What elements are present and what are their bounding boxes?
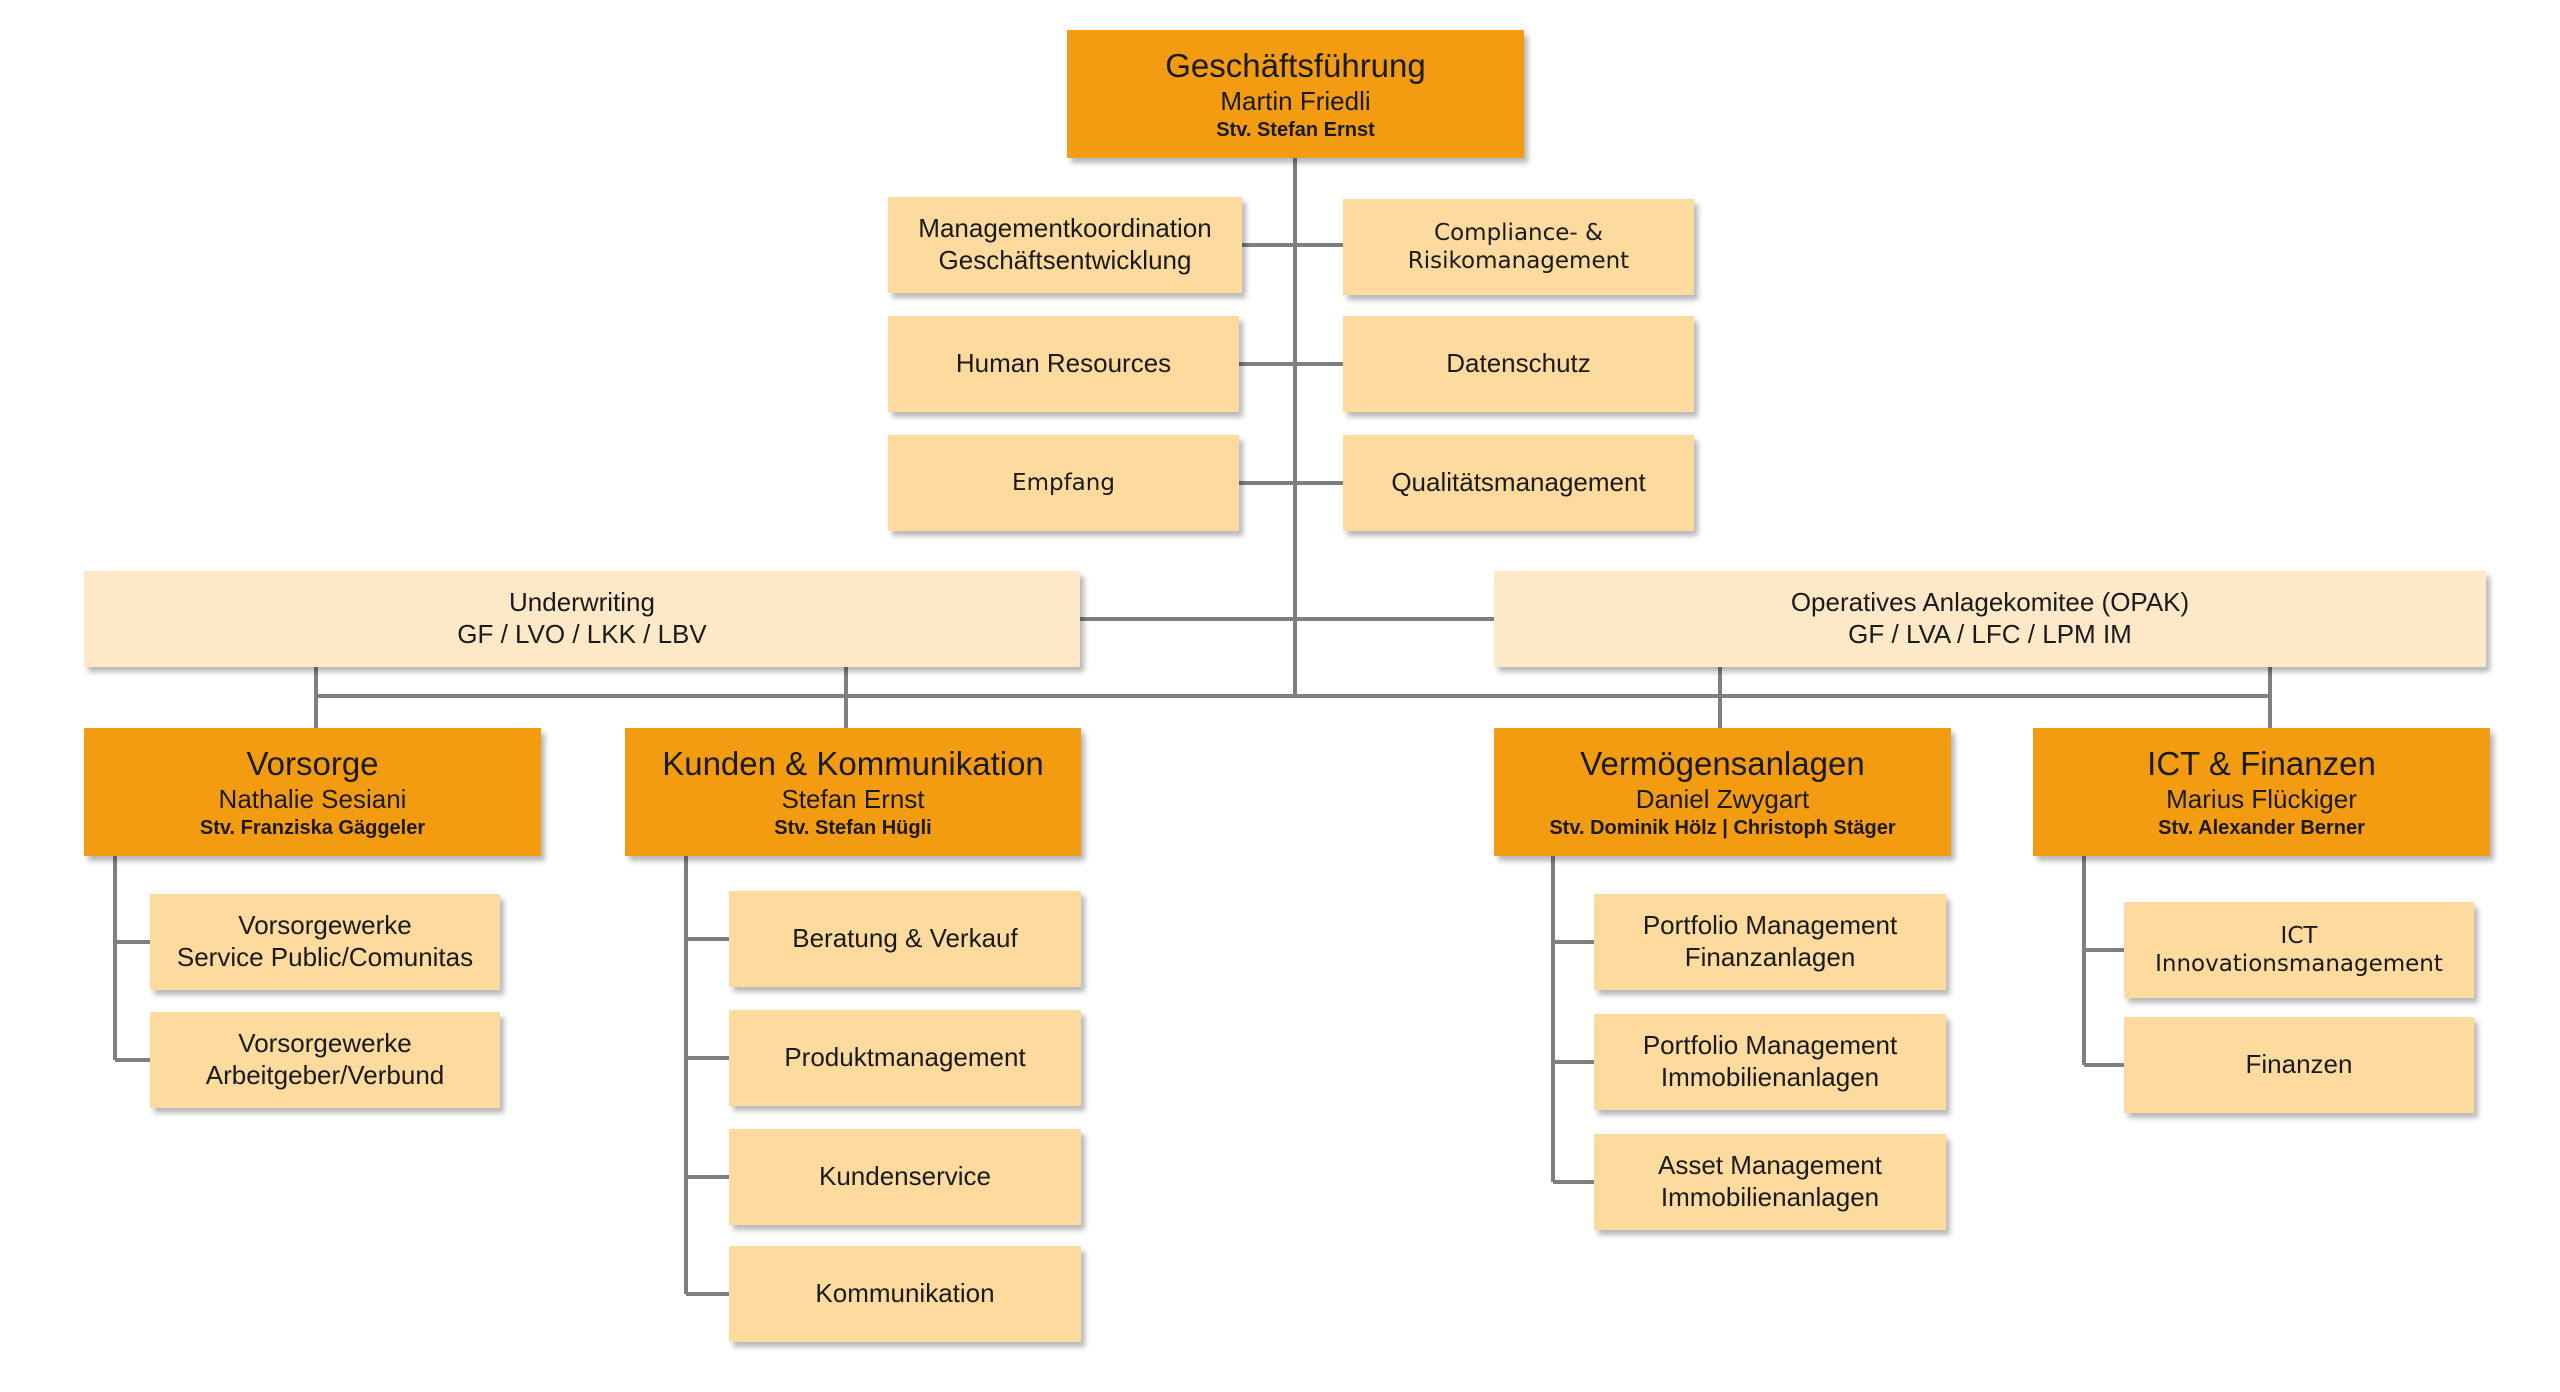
unit-box: Beratung & Verkauf bbox=[729, 891, 1081, 987]
staff-unit-line: Empfang bbox=[1012, 469, 1115, 496]
division-head: Stefan Ernst bbox=[781, 784, 925, 815]
division-box: ICT & Finanzen Marius Flückiger Stv. Ale… bbox=[2033, 728, 2490, 856]
unit-line: Immobilienanlagen bbox=[1660, 1062, 1880, 1092]
unit-box: Portfolio Management Immobilienanlagen bbox=[1594, 1014, 1946, 1110]
unit-box: Vorsorgewerke Arbeitgeber/Verbund bbox=[150, 1012, 500, 1108]
unit-box: Kommunikation bbox=[729, 1246, 1081, 1342]
committee-box: Operatives Anlagekomitee (OPAK) GF / LVA… bbox=[1494, 571, 2486, 667]
staff-unit-line: Geschäftsentwicklung bbox=[938, 245, 1192, 275]
staff-unit-box: Managementkoordination Geschäftsentwickl… bbox=[888, 197, 1242, 293]
management-deputy: Stv. Stefan Ernst bbox=[1216, 118, 1375, 141]
staff-unit-box: Qualitätsmanagement bbox=[1343, 435, 1694, 531]
unit-line: Kommunikation bbox=[815, 1278, 995, 1309]
division-box: Kunden & Kommunikation Stefan Ernst Stv.… bbox=[625, 728, 1081, 856]
division-box: Vermögensanlagen Daniel Zwygart Stv. Dom… bbox=[1494, 728, 1951, 856]
staff-unit-line: Risikomanagement bbox=[1407, 248, 1630, 274]
staff-unit-line: Compliance- & bbox=[1434, 219, 1603, 246]
staff-unit-box: Datenschutz bbox=[1343, 316, 1694, 412]
division-title: Vorsorge bbox=[246, 744, 379, 782]
unit-line: Immobilienanlagen bbox=[1660, 1182, 1880, 1212]
unit-line: Asset Management bbox=[1657, 1150, 1882, 1181]
staff-unit-line: Datenschutz bbox=[1446, 348, 1591, 379]
management-person: Martin Friedli bbox=[1220, 86, 1371, 117]
unit-box: Produktmanagement bbox=[729, 1010, 1081, 1106]
committee-name: Operatives Anlagekomitee (OPAK) bbox=[1790, 587, 2190, 618]
unit-line: Portfolio Management bbox=[1642, 1030, 1898, 1061]
unit-line: Finanzen bbox=[2245, 1049, 2353, 1080]
division-title: Vermögensanlagen bbox=[1580, 744, 1865, 782]
division-deputy: Stv. Stefan Hügli bbox=[774, 816, 932, 839]
committee-members: GF / LVA / LFC / LPM IM bbox=[1848, 619, 2132, 649]
unit-line: Portfolio Management bbox=[1642, 910, 1898, 941]
division-title: ICT & Finanzen bbox=[2147, 744, 2376, 782]
unit-box: Vorsorgewerke Service Public/Comunitas bbox=[150, 894, 500, 990]
committee-name: Underwriting bbox=[509, 587, 655, 618]
division-box: Vorsorge Nathalie Sesiani Stv. Franziska… bbox=[84, 728, 541, 856]
division-head: Nathalie Sesiani bbox=[218, 784, 407, 815]
unit-line: Finanzanlagen bbox=[1684, 942, 1856, 972]
unit-box: Asset Management Immobilienanlagen bbox=[1594, 1134, 1946, 1230]
unit-line: Kundenservice bbox=[819, 1161, 991, 1192]
unit-box: Kundenservice bbox=[729, 1129, 1081, 1225]
staff-unit-line: Qualitätsmanagement bbox=[1391, 467, 1646, 498]
division-deputy: Stv. Franziska Gäggeler bbox=[199, 816, 426, 839]
division-head: Daniel Zwygart bbox=[1635, 784, 1810, 815]
division-deputy: Stv. Alexander Berner bbox=[2158, 816, 2365, 839]
unit-box: Finanzen bbox=[2124, 1017, 2474, 1113]
unit-line: Innovationsmanagement bbox=[2155, 951, 2443, 977]
staff-unit-line: Human Resources bbox=[955, 348, 1172, 379]
unit-line: Service Public/Comunitas bbox=[176, 942, 474, 972]
committee-members: GF / LVO / LKK / LBV bbox=[457, 619, 707, 649]
unit-line: Beratung & Verkauf bbox=[792, 923, 1018, 954]
staff-unit-box: Human Resources bbox=[888, 316, 1239, 412]
division-deputy: Stv. Dominik Hölz | Christoph Stäger bbox=[1549, 816, 1896, 839]
division-head: Marius Flückiger bbox=[2166, 784, 2357, 815]
unit-box: Portfolio Management Finanzanlagen bbox=[1594, 894, 1946, 990]
unit-line: ICT bbox=[2280, 922, 2318, 949]
committee-box: Underwriting GF / LVO / LKK / LBV bbox=[84, 571, 1080, 667]
division-title: Kunden & Kommunikation bbox=[662, 744, 1044, 782]
unit-line: Arbeitgeber/Verbund bbox=[205, 1060, 445, 1090]
staff-unit-box: Compliance- & Risikomanagement bbox=[1343, 199, 1694, 295]
unit-line: Produktmanagement bbox=[784, 1042, 1026, 1073]
staff-unit-line: Managementkoordination bbox=[918, 213, 1212, 244]
management-title: Geschäftsführung bbox=[1165, 46, 1426, 84]
staff-unit-box: Empfang bbox=[888, 435, 1239, 531]
unit-box: ICT Innovationsmanagement bbox=[2124, 902, 2474, 998]
unit-line: Vorsorgewerke bbox=[238, 1028, 412, 1059]
management-box: Geschäftsführung Martin Friedli Stv. Ste… bbox=[1067, 30, 1524, 158]
unit-line: Vorsorgewerke bbox=[238, 910, 412, 941]
